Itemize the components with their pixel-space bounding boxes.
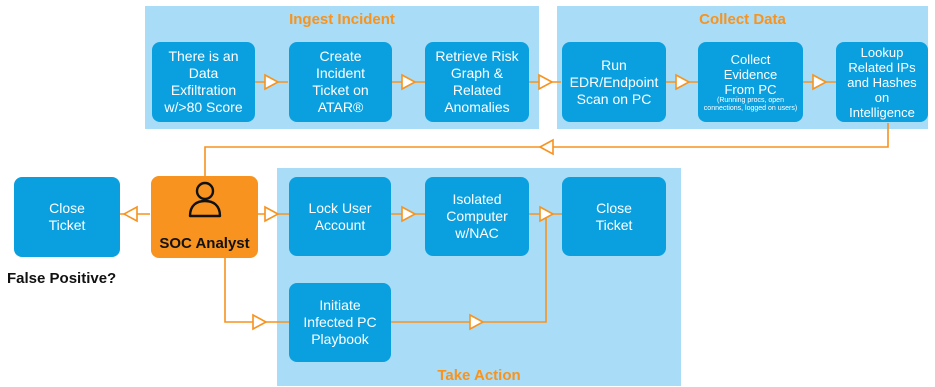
retrieve-risk-box: Retrieve Risk Graph & Related Anomalies: [425, 42, 529, 122]
close-ticket-left-text: Close Ticket: [48, 200, 86, 233]
soc-analyst-box: SOC Analyst: [151, 176, 258, 258]
close-ticket-left-box: Close Ticket: [14, 177, 120, 257]
person-icon: [188, 181, 222, 218]
initiate-playbook-text: Initiate Infected PC Playbook: [303, 297, 377, 347]
create-ticket-text: Create Incident Ticket on ATAR®: [312, 48, 369, 115]
ingest-incident-title: Ingest Incident: [289, 11, 395, 28]
arrow-icon: [675, 73, 691, 91]
run-edr-text: Run EDR/Endpoint Scan on PC: [569, 56, 659, 107]
arrow-icon: [252, 313, 268, 331]
take-action-title: Take Action: [437, 367, 521, 384]
close-ticket-right-box: Close Ticket: [562, 177, 666, 256]
arrow-icon: [538, 73, 554, 91]
arrow-icon: [812, 73, 828, 91]
initiate-playbook-box: Initiate Infected PC Playbook: [289, 283, 391, 362]
arrow-icon: [401, 205, 417, 223]
lock-user-text: Lock User Account: [308, 199, 372, 233]
arrow-icon: [264, 73, 280, 91]
collect-evidence-note: (Running procs, open connections, logged…: [703, 96, 798, 112]
arrow-icon: [539, 205, 555, 223]
lookup-ips-text: Lookup Related IPs and Hashes on Intelli…: [847, 44, 917, 120]
create-ticket-box: Create Incident Ticket on ATAR®: [289, 42, 392, 122]
arrow-icon: [122, 205, 138, 223]
soc-analyst-label: SOC Analyst: [159, 235, 250, 252]
collect-data-title: Collect Data: [699, 11, 786, 28]
data-exfiltration-box: There is an Data Exfiltration w/>80 Scor…: [152, 42, 255, 122]
data-exfiltration-text: There is an Data Exfiltration w/>80 Scor…: [164, 48, 243, 115]
isolated-computer-text: Isolated Computer w/NAC: [446, 191, 508, 241]
arrow-icon: [538, 138, 554, 156]
arrow-icon: [469, 313, 485, 331]
run-edr-box: Run EDR/Endpoint Scan on PC: [562, 42, 666, 122]
isolated-computer-box: Isolated Computer w/NAC: [425, 177, 529, 256]
lock-user-box: Lock User Account: [289, 177, 391, 256]
false-positive-label: False Positive?: [7, 270, 117, 287]
retrieve-risk-text: Retrieve Risk Graph & Related Anomalies: [435, 48, 519, 115]
collect-evidence-text: Collect Evidence From PC: [723, 51, 778, 97]
lookup-ips-box: Lookup Related IPs and Hashes on Intelli…: [836, 42, 928, 122]
arrow-icon: [264, 205, 280, 223]
collect-evidence-box: Collect Evidence From PC (Running procs,…: [698, 42, 803, 122]
arrow-icon: [401, 73, 417, 91]
close-ticket-right-text: Close Ticket: [595, 199, 633, 233]
